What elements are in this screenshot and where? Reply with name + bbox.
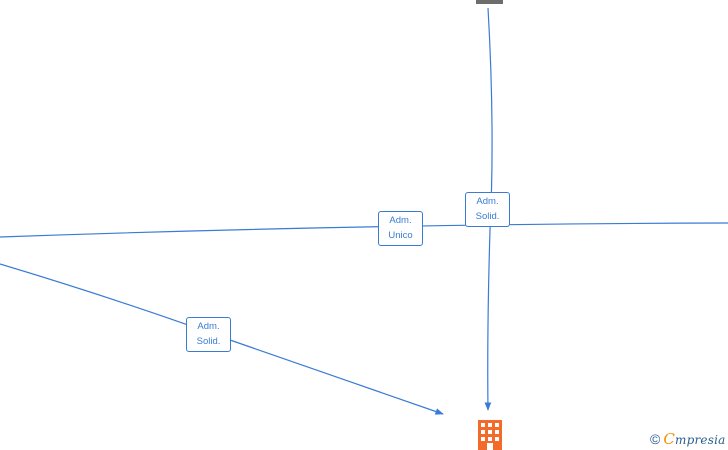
building-icon	[478, 420, 502, 450]
edge-label-line-2: Solid.	[475, 211, 500, 222]
edge-label-line-2: Unico	[388, 230, 413, 241]
brand-initial: C	[663, 429, 676, 448]
brand-watermark: © Cmpresia	[650, 429, 725, 449]
edge-label-line-1: Adm.	[476, 196, 499, 207]
edge-label-adm-solid-bottom[interactable]: Adm. Solid.	[186, 317, 231, 352]
copyright-symbol: ©	[650, 431, 661, 447]
edge-line-vertical	[484, 7, 493, 411]
edge-label-adm-unico[interactable]: Adm. Unico	[378, 211, 423, 246]
brand-logo: Cmpresia	[663, 429, 726, 448]
edge-line-horizontal	[0, 222, 728, 238]
person-node-top[interactable]	[476, 0, 503, 4]
edge-label-line-2: Solid.	[196, 336, 221, 347]
company-node[interactable]	[478, 420, 502, 450]
edge-label-line-1: Adm.	[197, 321, 220, 332]
edge-label-line-1: Adm.	[389, 215, 412, 226]
edge-label-adm-solid-top[interactable]: Adm. Solid.	[465, 192, 510, 227]
brand-name: mpresia	[675, 432, 726, 447]
